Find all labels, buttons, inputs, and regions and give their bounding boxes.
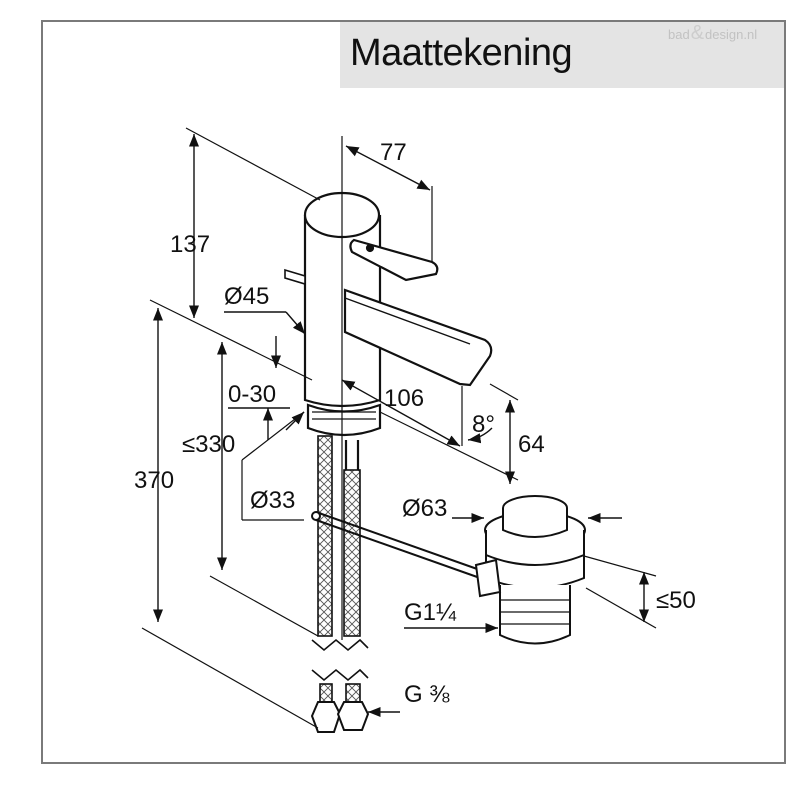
dim-370-label: 370 <box>134 467 174 494</box>
dimension-lines <box>152 134 650 718</box>
dim-106-label: 106 <box>384 385 424 412</box>
supply-nut-left <box>310 701 342 733</box>
page-title: Maattekening <box>350 32 573 74</box>
pull-rod <box>311 511 481 579</box>
dim-64-label: 64 <box>518 431 545 458</box>
faucet-spout <box>343 288 493 387</box>
dim-8deg-label: 8° <box>472 411 495 438</box>
dim-45-label: Ø45 <box>224 283 269 310</box>
dim-33-arrow <box>285 411 305 431</box>
supply-nut-right <box>336 701 370 731</box>
dim-g114-label: G1¼ <box>404 599 457 626</box>
construction-lines <box>141 127 657 729</box>
watermark-left: bad <box>668 27 690 42</box>
watermark-amp: & <box>690 22 705 44</box>
supply-hoses <box>310 435 370 733</box>
watermark-right: design.nl <box>705 27 758 42</box>
dim-63-label: Ø63 <box>402 495 447 522</box>
dim-330-label: ≤330 <box>182 431 235 458</box>
dim-50-label: ≤50 <box>656 587 696 614</box>
faucet <box>284 191 493 474</box>
dim-0-30-label: 0-30 <box>228 381 276 408</box>
dim-33-label: Ø33 <box>250 487 295 514</box>
dim-45-arrow <box>285 311 306 335</box>
dim-8deg-arc <box>467 427 493 444</box>
dim-137-label: 137 <box>170 231 210 258</box>
dim-77-label: 77 <box>380 139 407 166</box>
faucet-base <box>306 403 382 437</box>
dim-g38-label: G ⅜ <box>404 681 450 708</box>
watermark-logo: bad&design.nl <box>668 22 757 45</box>
dimension-labels: 137 77 Ø45 0-30 ≤330 370 Ø33 106 8° 64 Ø… <box>134 139 696 708</box>
dim-77-line <box>345 145 431 191</box>
waste-drain <box>474 495 586 645</box>
title-bar <box>340 22 784 88</box>
dim-106-line <box>341 379 461 447</box>
